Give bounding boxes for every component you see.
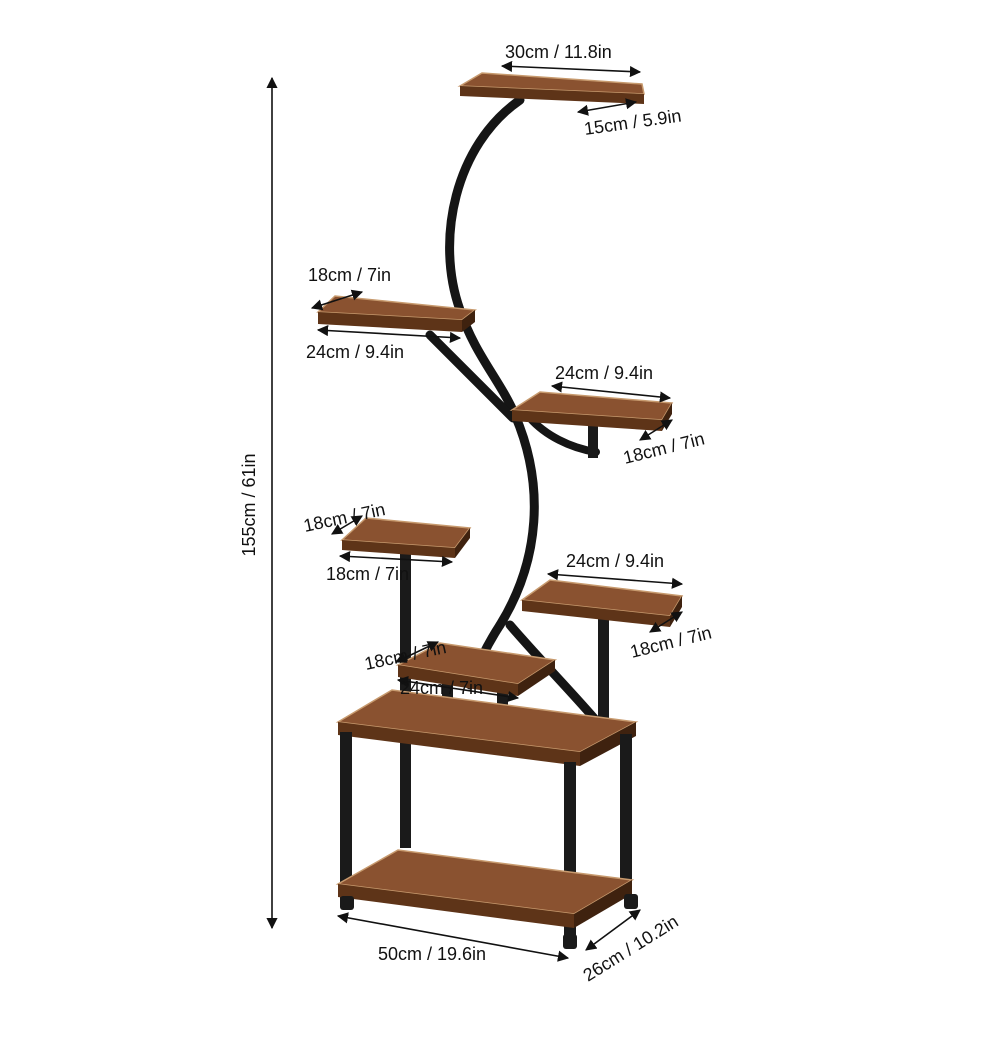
dimension-annotations: 30cm / 11.8in 15cm / 5.9in 18cm / 7in 24… xyxy=(302,42,714,985)
lower-width-label: 24cm / 7in xyxy=(400,678,483,698)
base-cabinet xyxy=(335,689,639,949)
middle-left-shelf xyxy=(340,517,472,558)
height-label: 155cm / 61in xyxy=(239,453,259,556)
middle-right-width-label: 24cm / 9.4in xyxy=(566,551,664,571)
base-width-label: 50cm / 19.6in xyxy=(378,944,486,964)
middle-left-width-label: 18cm / 7in xyxy=(326,564,409,584)
upper-right-width-label: 24cm / 9.4in xyxy=(555,363,653,383)
top-shelf xyxy=(457,72,645,104)
base-depth-label: 26cm / 10.2in xyxy=(580,911,682,985)
upper-left-shelf xyxy=(316,295,477,332)
middle-right-depth-label: 18cm / 7in xyxy=(628,622,713,661)
top-depth-label: 15cm / 5.9in xyxy=(583,106,683,139)
upper-right-depth-label: 18cm / 7in xyxy=(621,428,706,467)
height-dimension: 155cm / 61in xyxy=(239,76,278,930)
upper-left-width-label: 24cm / 9.4in xyxy=(306,342,404,362)
upper-left-depth-label: 18cm / 7in xyxy=(308,265,391,285)
top-width-label: 30cm / 11.8in xyxy=(505,42,612,62)
